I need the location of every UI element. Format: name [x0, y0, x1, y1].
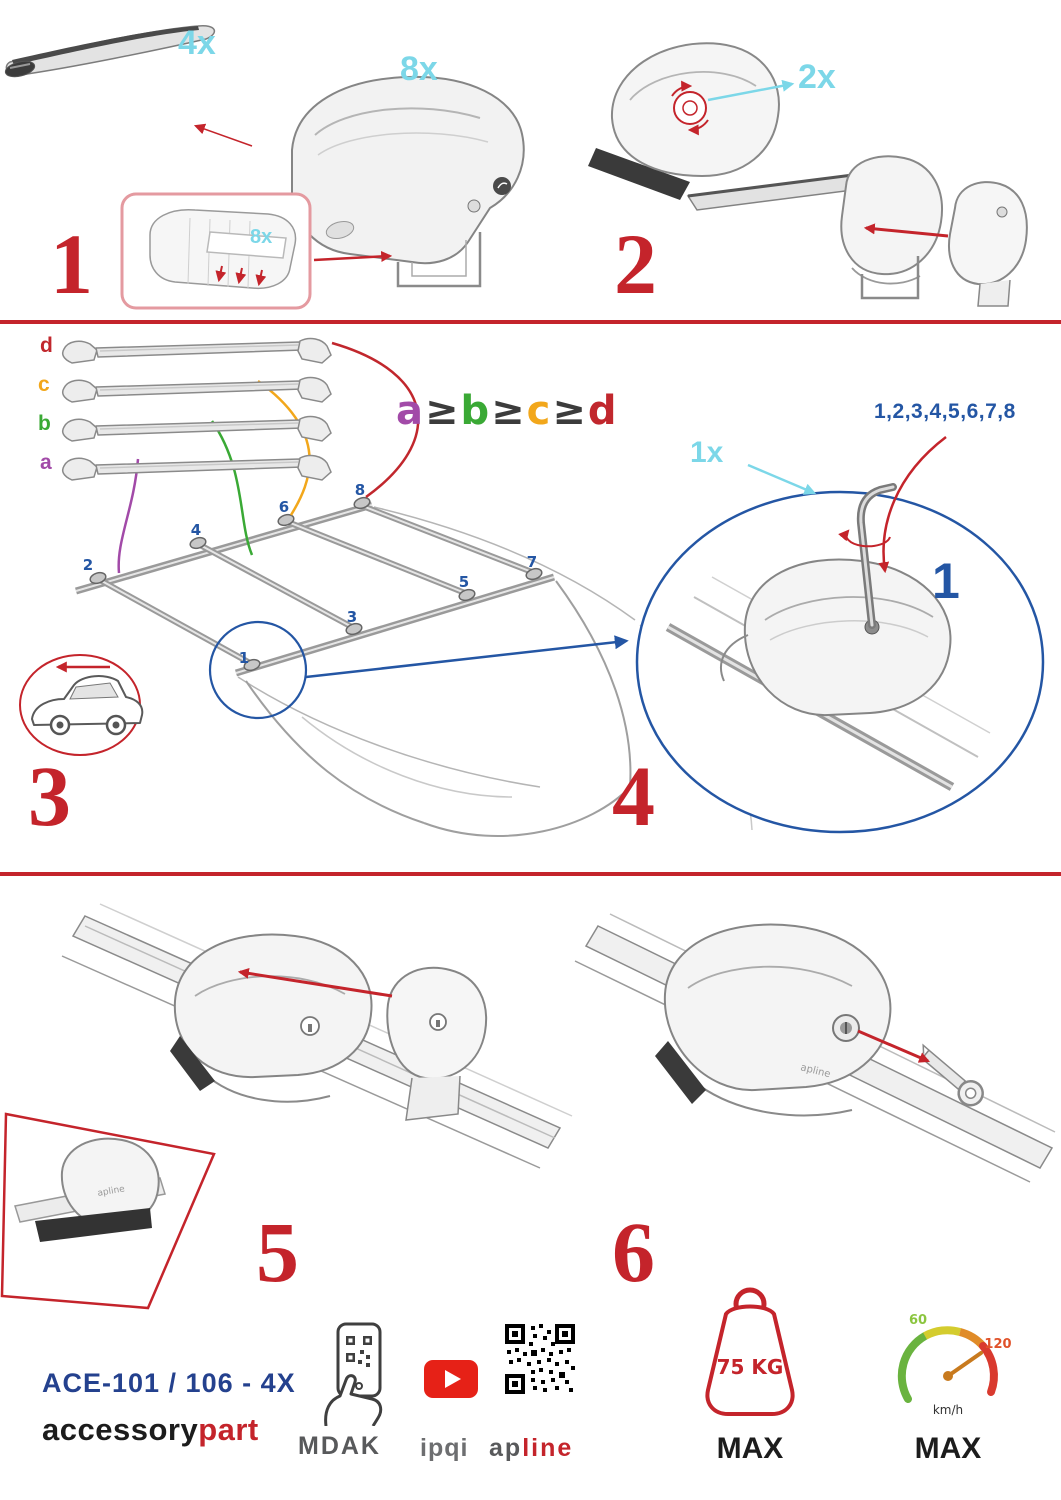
cover-mounting-illustration: apline [0, 903, 573, 1310]
pad-inset-box [120, 192, 393, 310]
brand-wordmark: accessorypart [42, 1412, 259, 1448]
ineq-ge3: ≥ [552, 388, 588, 434]
knob-foot-illustration [588, 42, 795, 200]
apline-logo: apline [489, 1434, 573, 1463]
weight-value: 75 KG [717, 1355, 784, 1379]
tool-count-arrow [747, 463, 817, 495]
roof-bar-illustration [4, 24, 253, 147]
step2-number: 2 [614, 216, 657, 312]
brand-part: part [198, 1412, 259, 1447]
qr-code-icon [503, 1322, 577, 1396]
pad-count-label: 8x [250, 226, 273, 248]
car-direction-thumbnail [19, 654, 144, 756]
rotation-arrow [838, 529, 891, 548]
lock-key-illustration: apline [574, 913, 1056, 1183]
position1-highlight-circle [208, 620, 308, 720]
sequence-arrow [878, 436, 947, 574]
apline-part-logo: apline [97, 1184, 126, 1199]
step3-number: 3 [28, 748, 71, 844]
step1-number: 1 [50, 216, 93, 312]
tightening-zoom-illustration [635, 436, 1045, 834]
max-weight-icon: 75 KG [705, 1287, 795, 1416]
foot-count-label: 8x [400, 50, 438, 88]
step1-step2-illustration [4, 24, 1028, 310]
bar-count-label: 4x [178, 24, 216, 62]
speed-low-label: 60 [909, 1313, 927, 1328]
bar-label-c: c [38, 373, 50, 396]
mdak-logo: MDAK [298, 1432, 381, 1460]
size-inequality: a≥b≥c≥d [396, 388, 619, 434]
section-divider-bottom [0, 872, 1061, 876]
roof-position-numbers: 1 2 3 4 5 6 7 8 [83, 481, 537, 667]
allen-key-icon [856, 483, 897, 629]
position-label: 2 [83, 556, 93, 574]
position-label: 5 [459, 573, 469, 591]
position-label: 8 [355, 481, 365, 499]
step4-number: 4 [612, 748, 655, 844]
tool-count-label: 1x [690, 436, 724, 469]
bar-endcap-assembly-illustration [686, 155, 1028, 307]
position-label: 6 [279, 498, 289, 516]
bar-label-d: d [40, 334, 53, 357]
position-label: 4 [191, 521, 201, 539]
speed-max-label: MAX [914, 1432, 982, 1465]
model-number: ACE-101 / 106 - 4X [42, 1368, 296, 1398]
foot-illustration [291, 75, 525, 288]
apline-logo-badge [493, 177, 511, 195]
sequence-first-number: 1 [932, 553, 960, 609]
bar-label-a: a [40, 451, 52, 474]
apline-line: line [522, 1434, 574, 1462]
scan-qr-icon [324, 1322, 383, 1426]
weight-max-label: MAX [716, 1432, 784, 1465]
step5-number: 5 [256, 1204, 299, 1300]
section-divider-top [0, 320, 1061, 324]
ineq-b: b [460, 388, 492, 434]
zoom-pointer-arrow [305, 635, 629, 679]
brand-accessory: accessory [42, 1412, 199, 1447]
apline-ap: ap [489, 1434, 523, 1462]
ineq-d: d [587, 388, 619, 434]
step5-step6-illustration: apline apline [0, 903, 1056, 1310]
speed-unit-label: km/h [933, 1403, 963, 1417]
speedometer-icon: 60 120 km/h [897, 1313, 1012, 1417]
adjuster-knob-icon [671, 80, 709, 136]
bar-label-b: b [38, 412, 51, 435]
bar-assignment-curves [117, 341, 420, 574]
tightening-sequence-label: 1,2,3,4,5,6,7,8 [874, 400, 1016, 423]
ineq-a: a [396, 388, 425, 434]
lock-cylinder-icon [832, 1014, 860, 1042]
youtube-icon [424, 1360, 478, 1398]
position-label: 7 [527, 553, 537, 571]
ineq-ge2: ≥ [491, 388, 527, 434]
position-label: 3 [347, 608, 357, 626]
ineq-c: c [526, 388, 553, 434]
step6-number: 6 [612, 1204, 655, 1300]
position-label: 1 [239, 649, 249, 667]
step3-step4-illustration: 1 2 3 4 5 6 7 8 [19, 337, 1045, 838]
speed-high-label: 120 [984, 1337, 1011, 1352]
ipqi-logo: ipqi [420, 1434, 469, 1462]
ineq-ge1: ≥ [425, 388, 461, 434]
knob-count-label: 2x [798, 58, 836, 96]
